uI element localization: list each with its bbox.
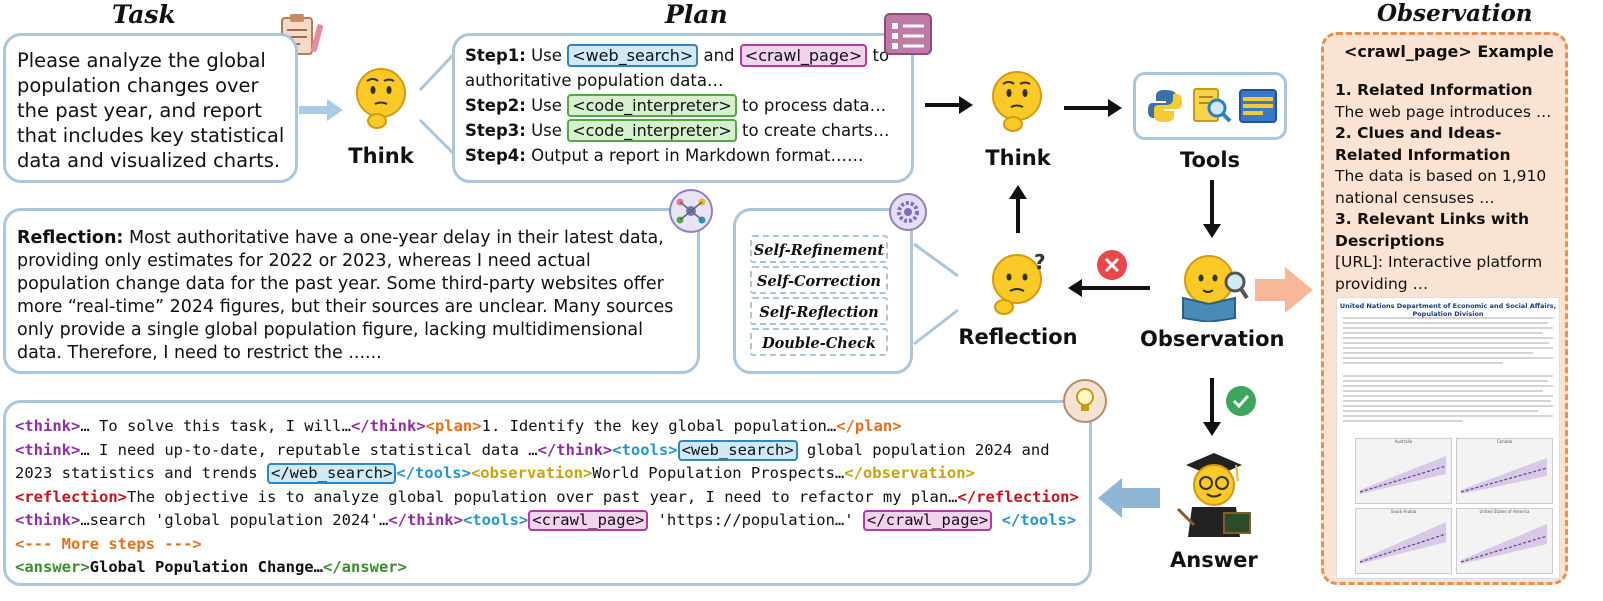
traj-line-1: <think>… To solve this task, I will…</th… [15, 417, 902, 435]
reflection-to-think-arrow [1009, 185, 1027, 233]
python-icon [1148, 90, 1182, 122]
think-left-label: Think [348, 144, 414, 168]
traj-line-3: 2023 statistics and trends </web_search>… [15, 463, 975, 484]
panel-para-2: The data is based on 1,910 national cens… [1335, 167, 1547, 207]
crawl-page-tag: <crawl_page> [739, 44, 868, 67]
trajectory-text: <think>… To solve this task, I will…</th… [15, 415, 1079, 580]
code-interpreter-tag: <code_interpreter> [567, 119, 737, 142]
panel-heading-3: 3. Relevant Links with Descriptions [1335, 210, 1529, 250]
answer-arrow [1098, 476, 1160, 524]
think-mid-label: Think [985, 146, 1051, 170]
web-search-close-tag: </web_search> [266, 463, 397, 484]
traj-line-4: <reflection>The objective is to analyze … [15, 487, 1079, 506]
browser-icon [1239, 89, 1277, 123]
strategy-self-reflection: Self-Reflection [750, 297, 888, 325]
reflection-label-inline: Reflection: [17, 228, 124, 248]
tools-box [1133, 72, 1287, 140]
panel-para-3: [URL]: Interactive platform providing … [1335, 253, 1543, 293]
observation-panel: <crawl_page> Example 1. Related Informat… [1321, 32, 1568, 585]
panel-content: 1. Related Information The web page intr… [1335, 80, 1563, 295]
plan-step-2: Step2: Use <code_interpreter> to process… [465, 94, 887, 117]
plan-step-1: Step1: Use <web_search> and <crawl_page>… [465, 44, 890, 67]
reflection-label: Reflection [958, 325, 1078, 349]
thinking-emoji-icon [988, 68, 1046, 142]
plan-box: Step1: Use <web_search> and <crawl_page>… [452, 33, 914, 183]
traj-line-5: <think>…search 'global population 2024'…… [15, 510, 1077, 531]
confused-emoji-icon: ? [988, 249, 1052, 323]
plan-to-think-arrow [925, 96, 973, 114]
crawl-page-close-tag: </crawl_page> [862, 510, 993, 531]
mini-chart: United States of America [1456, 508, 1553, 574]
panel-heading-2: 2. Clues and Ideas-Related Information [1335, 124, 1511, 164]
lightbulb-head-icon [1062, 378, 1108, 428]
search-doc-icon [1193, 88, 1232, 123]
traj-line-7: <answer>Global Population Change…</answe… [15, 558, 407, 576]
web-search-tag: <web_search> [677, 439, 798, 461]
plan-header: Plan [665, 0, 728, 29]
gear-icon [888, 192, 928, 236]
strategy-double-check: Double-Check [750, 328, 888, 356]
panel-title: <crawl_page> Example [1344, 42, 1554, 61]
panel-para-1: The web page introduces … [1335, 102, 1552, 121]
panel-heading-1: 1. Related Information [1335, 81, 1533, 99]
checklist-icon [883, 12, 933, 62]
strategy-self-correction: Self-Correction [750, 266, 888, 294]
reflection-text: Reflection: Most authoritative have a on… [17, 228, 674, 363]
crawl-page-tag: <crawl_page> [528, 510, 649, 531]
task-box: Please analyze the global population cha… [3, 33, 298, 183]
mini-chart: Canada [1456, 438, 1553, 504]
mini-chart: Australia [1355, 438, 1452, 504]
observation-panel-arrow [1255, 265, 1317, 319]
plan-step-4: Step4: Output a report in Markdown forma… [465, 146, 864, 165]
traj-line-2: <think>… I need up-to-date, reputable st… [15, 439, 1050, 461]
think-plan-connector [418, 52, 456, 156]
strategies-box: Self-Refinement Self-Correction Self-Ref… [733, 208, 913, 374]
observation-to-reflection-arrow [1068, 279, 1150, 297]
doc-text-lines [1343, 317, 1553, 422]
tools-to-observation-arrow [1203, 180, 1221, 238]
reflection-box: Reflection: Most authoritative have a on… [3, 208, 700, 374]
tools-label: Tools [1179, 148, 1241, 172]
trajectory-box: <think>… To solve this task, I will…</th… [3, 400, 1092, 586]
doc-title: United Nations Department of Economic an… [1339, 302, 1557, 318]
strategy-self-refinement: Self-Refinement [750, 235, 888, 263]
code-interpreter-tag: <code_interpreter> [567, 94, 737, 117]
svg-text:?: ? [1034, 250, 1046, 274]
reading-emoji-icon [1177, 252, 1249, 326]
observation-header: Observation [1377, 0, 1533, 27]
mini-chart: Saudi Arabia [1355, 508, 1452, 574]
brain-network-icon [668, 188, 714, 238]
cross-icon [1096, 249, 1128, 285]
webpage-thumbnail: United Nations Department of Economic an… [1336, 297, 1560, 579]
check-icon [1225, 385, 1257, 421]
traj-line-6: <--- More steps ---> [15, 534, 202, 553]
observation-to-answer-arrow [1203, 378, 1221, 436]
observation-label: Observation [1140, 327, 1285, 351]
plan-step-3: Step3: Use <code_interpreter> to create … [465, 119, 890, 142]
task-text: Please analyze the global population cha… [17, 49, 285, 172]
answer-label: Answer [1170, 548, 1258, 572]
thinking-emoji-icon [352, 65, 410, 139]
strategies-reflection-connector [913, 242, 959, 346]
task-arrow [299, 97, 345, 127]
web-search-tag: <web_search> [567, 44, 699, 67]
think-to-tools-arrow [1064, 99, 1122, 117]
graduate-emoji-icon [1174, 447, 1254, 543]
plan-step-1-cont: authoritative population data… [465, 71, 724, 90]
task-header: Task [112, 0, 176, 29]
